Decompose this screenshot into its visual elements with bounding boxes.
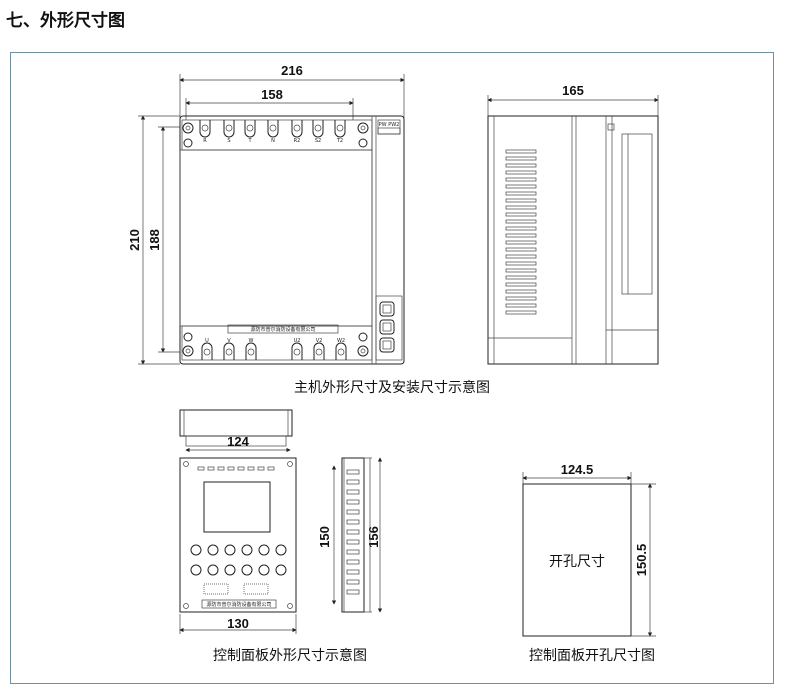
terminal-label: S xyxy=(227,138,230,144)
dim-156: 156 xyxy=(366,526,381,548)
terminal-label: T2 xyxy=(336,138,343,144)
main-nameplate: 源防市普尔消防设备有限公司 xyxy=(250,326,315,333)
figure-frame xyxy=(10,52,774,684)
dim-150: 150 xyxy=(317,526,332,548)
terminal-label: R2 xyxy=(294,138,301,144)
main-unit-caption: 主机外形尺寸及安装尺寸示意图 xyxy=(294,379,490,396)
side-vent-slots xyxy=(505,149,537,315)
terminal-label: V xyxy=(227,338,231,344)
indicator-led-row xyxy=(197,466,275,471)
terminal-label: N xyxy=(271,138,275,144)
panel-button-row-1 xyxy=(190,544,287,556)
top-terminal-row: R S T N R2 S2 T2 xyxy=(199,120,346,144)
terminal-label: W xyxy=(249,338,254,344)
panel-caption: 控制面板外形尺寸示意图 xyxy=(213,647,367,664)
panel-cutout-view: 124.5 150.5 开孔尺寸 xyxy=(522,462,656,637)
control-panel-top-view xyxy=(179,409,293,447)
terminal-label: U xyxy=(205,338,209,344)
control-panel-side-view: 150 156 xyxy=(317,457,383,613)
terminal-label: V2 xyxy=(316,338,323,344)
terminal-label: S2 xyxy=(315,138,321,144)
dim-124-5: 124.5 xyxy=(561,462,594,477)
bottom-terminal-row: U V W U2 V2 W2 xyxy=(201,338,347,360)
panel-button-row-2 xyxy=(190,564,287,576)
side-connector-pins xyxy=(346,469,360,595)
cutout-caption: 控制面板开孔尺寸图 xyxy=(529,648,655,664)
dim-124: 124 xyxy=(227,434,249,449)
cutout-label: 开孔尺寸 xyxy=(549,554,605,570)
port-label: PW PW2 xyxy=(379,122,400,128)
control-panel-front-view: 124 xyxy=(179,434,297,634)
dim-188: 188 xyxy=(147,229,162,251)
lcd-screen xyxy=(203,481,271,533)
dim-150-5: 150.5 xyxy=(634,544,649,577)
terminal-label: U2 xyxy=(294,338,301,344)
dim-130: 130 xyxy=(227,616,249,631)
dim-165: 165 xyxy=(562,83,584,98)
terminal-label: W2 xyxy=(337,338,345,344)
section-heading: 七、外形尺寸图 xyxy=(6,11,125,31)
terminal-label: T xyxy=(247,138,252,144)
panel-nameplate: 源防市普尔消防设备有限公司 xyxy=(206,601,271,608)
main-unit-front-view: 216 158 210 188 R S xyxy=(127,63,405,365)
dim-158: 158 xyxy=(261,87,283,102)
dim-210: 210 xyxy=(127,229,142,251)
dim-216: 216 xyxy=(281,63,303,78)
terminal-label: R xyxy=(203,138,207,144)
main-unit-side-view: 165 xyxy=(487,83,659,365)
